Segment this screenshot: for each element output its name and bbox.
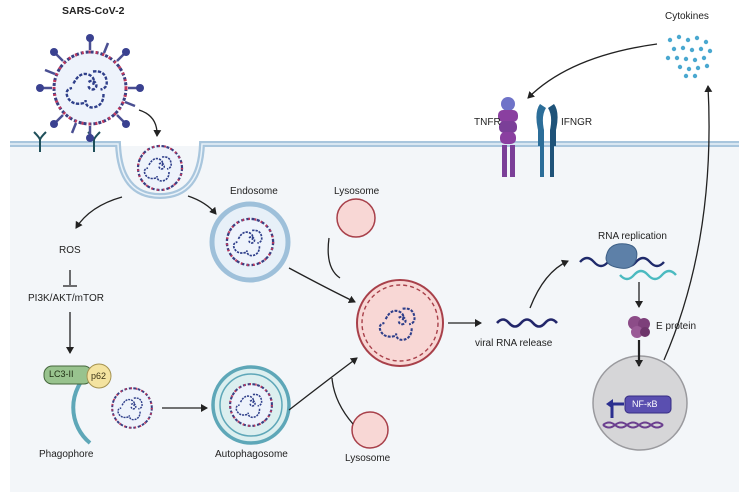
cytokines-icon [665,34,713,79]
virus-label: SARS-CoV-2 [62,5,125,17]
tnfr-label: TNFR [474,117,501,128]
autophagosome [211,365,291,445]
ace2-receptor-icon [33,131,101,152]
virion-entering [138,146,182,190]
endosome [209,201,291,283]
nf-kb-box [624,395,672,414]
ros-label: ROS [59,245,81,256]
lysosome-bottom-label: Lysosome [345,453,391,464]
rna-strand-new [619,269,677,281]
ifngr-label: IFNGR [561,117,593,128]
tnfr-receptor-icon [498,97,518,177]
autophagosome-label: Autophagosome [215,449,288,460]
p62-label: p62 [91,371,107,381]
lysosome-bottom [351,411,389,449]
phagophore-virion [112,388,152,428]
nf-kb-label: NF-κB [632,399,658,409]
rna-replication-label: RNA replication [598,231,667,242]
p62-circle [86,363,112,389]
pi3k-label: PI3K/AKT/mTOR [28,293,104,304]
cytokines-label: Cytokines [665,11,709,22]
lysosome-top-label: Lysosome [334,186,380,197]
lc3-ii-label: LC3-II [49,369,74,379]
replicase-icon [605,243,638,269]
e-protein-icon [628,316,650,338]
ifngr-receptor-icon [536,104,558,177]
transcription-arrowhead-icon [606,399,613,409]
viral-rna [496,318,558,328]
dna-icon [602,421,664,429]
lysosome-top [336,198,376,238]
viral-rna-release-label: viral RNA release [475,338,553,349]
phagophore-label: Phagophore [39,449,94,460]
e-protein-label: E protein [656,321,697,332]
sars-cov-2-virion [36,34,144,142]
autolysosome [356,279,444,367]
cell-membrane-inner [10,143,739,197]
pathway-arrows [63,43,713,425]
endosome-label: Endosome [230,186,278,197]
